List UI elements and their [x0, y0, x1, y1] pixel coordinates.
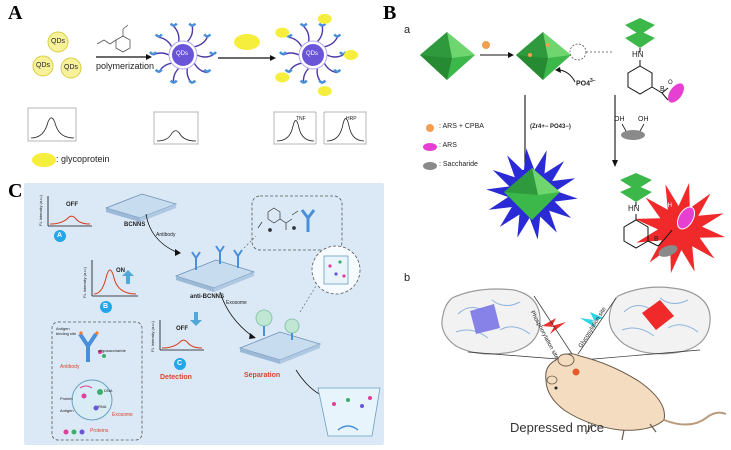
plot-a-state: OFF	[66, 202, 78, 208]
red-star-complex	[620, 173, 726, 274]
left-brain-icon	[441, 288, 541, 355]
polymer-coated-qd	[149, 22, 217, 85]
right-qd-label: QDs	[306, 51, 318, 57]
antibody-exosome-legend-box	[51, 321, 143, 441]
antibody-step-label: Antibody	[156, 232, 176, 238]
hn-label-top: HN	[632, 50, 644, 59]
legend-saccharide-icon	[423, 162, 437, 170]
boron-label-top: B	[660, 86, 665, 93]
qd-label: QDs	[51, 38, 65, 45]
phosphate-label: PO43−	[576, 78, 596, 88]
spectrum-box-4	[323, 111, 367, 145]
inset-antibody: Antibody	[60, 364, 80, 370]
zr-phosphate-label: (Zr4+− PO43−)	[530, 124, 571, 130]
spectrum-label-tnf: TNF	[296, 116, 306, 122]
qd-label: QDs	[64, 64, 78, 71]
oh-label-left: OH	[614, 116, 625, 123]
depressed-mice-label: Depressed mice	[510, 420, 604, 435]
plot-b-ylabel: FL Intensity (a.u.)	[82, 267, 87, 298]
lightning-cyan-icon	[580, 312, 604, 328]
plot-c-state: OFF	[176, 326, 188, 332]
monomer-structure-icon	[96, 24, 131, 53]
panel-b-letter: B	[383, 2, 397, 24]
plot-b	[91, 260, 138, 313]
oh-label-right: OH	[638, 116, 649, 123]
mouse-illustration	[545, 353, 727, 441]
separation-vial-icon	[323, 255, 349, 285]
exosome-bound-substrate	[238, 309, 322, 364]
anti-bcnns-label: anti-BCNNS	[190, 294, 224, 300]
legend-ars-icon	[423, 143, 437, 151]
protein-dots-icon	[63, 429, 85, 435]
glycoprotein-legend-icon	[32, 153, 56, 167]
hn-label-bottom: HN	[628, 204, 640, 213]
panel-c-letter: C	[8, 180, 23, 202]
exosome-step-label: Exosome	[226, 300, 247, 306]
octahedron-2	[516, 32, 571, 80]
separation-label: Separation	[244, 372, 281, 379]
legend-ars-cpba-icon	[426, 124, 434, 132]
inset-rna: RNA	[98, 404, 107, 409]
antibody-inset-box	[251, 195, 343, 251]
polymerization-label: polymerization	[96, 61, 155, 71]
inset-dna: DNA	[104, 388, 113, 393]
circle-label-b: B	[103, 303, 109, 310]
inset-protein: Protein	[60, 396, 73, 401]
qd-cluster	[32, 31, 82, 79]
inset-antigen-site: Antigen binding site	[56, 326, 77, 336]
subpanel-a-letter: a	[404, 24, 411, 36]
inset-proteins: Proteins	[90, 428, 109, 434]
ars-cpba-dot	[482, 41, 490, 49]
qd-label: QDs	[36, 62, 50, 69]
legend-ars: : ARS	[439, 142, 457, 149]
anti-bcnns-substrate	[174, 245, 256, 292]
antibody-diagram-icon	[78, 330, 106, 362]
detection-label: Detection	[160, 374, 192, 381]
panel-a-letter: A	[8, 2, 23, 24]
cpba-structure	[625, 18, 669, 101]
spectrum-box-3	[273, 111, 317, 145]
mid-qd-label: QDs	[176, 51, 188, 57]
circle-label-a: A	[57, 232, 63, 239]
plot-a	[47, 196, 92, 242]
spectrum-label-hrp: HRP	[346, 116, 357, 122]
spectrum-box-1	[27, 107, 77, 142]
boron-label-bottom: B	[654, 236, 659, 243]
inset-antigen: Antigen	[60, 408, 74, 413]
exosome-diagram-icon	[71, 379, 113, 421]
qd-dot	[47, 31, 69, 53]
spectrum-box-2	[153, 111, 199, 145]
oxygen-label-top: O	[668, 80, 673, 86]
plot-b-state: ON	[116, 268, 125, 274]
glycoprotein-bound-qd	[275, 13, 358, 97]
plot-c-ylabel: FL Intensity (a.u.)	[150, 321, 155, 352]
glycoprotein-icon	[234, 34, 260, 50]
blue-star-octahedron	[486, 148, 578, 240]
qd-dot	[60, 57, 82, 79]
bcnns-substrate	[104, 193, 178, 222]
separation-container	[317, 387, 381, 437]
glycoprotein-legend-text: : glycoprotein	[56, 154, 110, 164]
ars-molecule-icon	[668, 83, 684, 103]
plot-c	[159, 312, 204, 370]
circle-label-c: C	[177, 360, 183, 367]
octahedron-1	[420, 32, 475, 80]
molecule-structure-icon	[257, 207, 299, 232]
inset-exosome: Exosome	[112, 412, 133, 418]
saccharide-icon	[621, 130, 645, 140]
subpanel-b-letter: b	[404, 272, 411, 284]
inset-oligosaccharide: oligosaccharide	[98, 348, 126, 353]
legend-ars-cpba: : ARS + CPBA	[439, 123, 484, 130]
bcnns-label: BCNNS	[124, 222, 146, 228]
plot-a-ylabel: FL Intensity (a.u.)	[38, 195, 43, 226]
oh-label-star: OH	[663, 203, 672, 209]
legend-saccharide: : Saccharide	[439, 161, 478, 168]
qd-dot	[32, 55, 54, 77]
panel-a-diagram	[27, 13, 367, 167]
